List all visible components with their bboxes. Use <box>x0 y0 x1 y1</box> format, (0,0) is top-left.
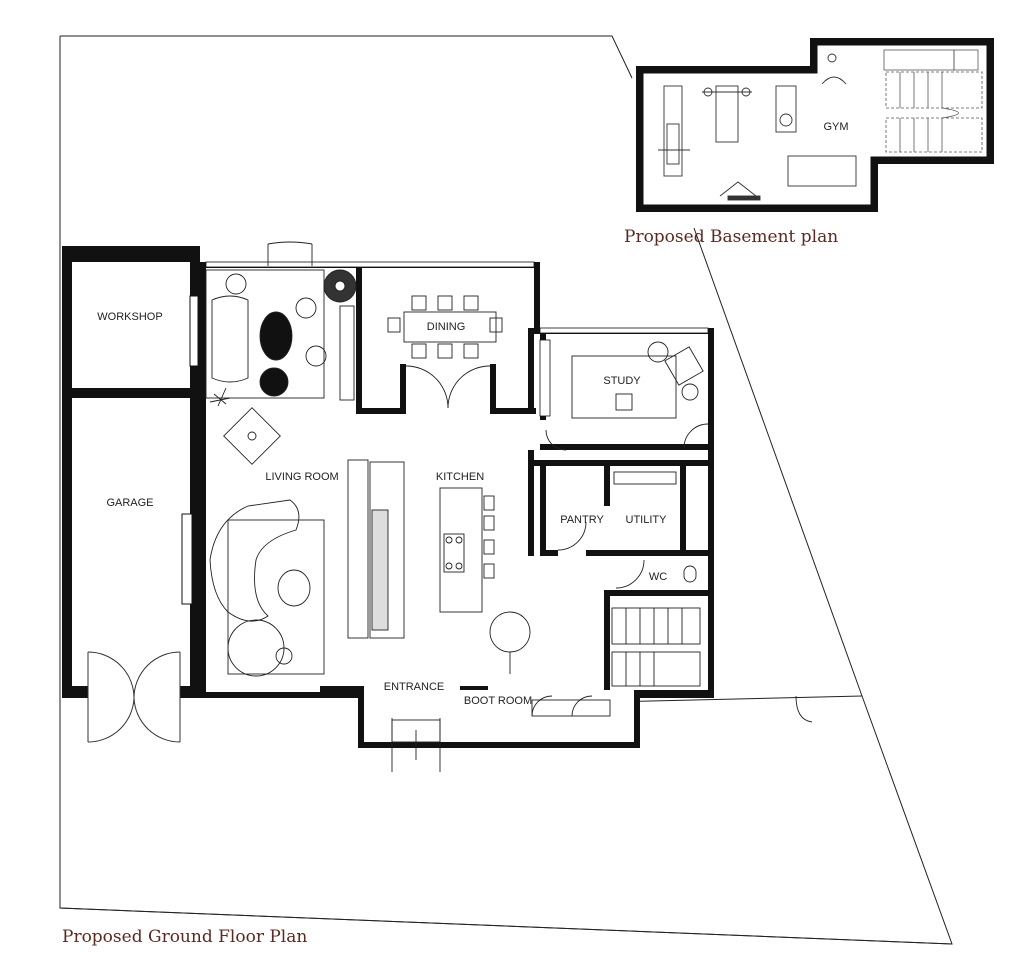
room-label-wc: WC <box>649 571 667 583</box>
garage-block <box>62 246 200 743</box>
room-label-utility: UTILITY <box>626 514 668 526</box>
room-label-living-room: LIVING ROOM <box>265 471 338 483</box>
basement-stairs <box>883 49 983 153</box>
caption-basement: Proposed Basement plan <box>624 227 838 247</box>
basement-plan: GYM <box>636 38 994 212</box>
house-walls <box>200 261 714 748</box>
room-label-boot-room: BOOT ROOM <box>464 695 532 707</box>
room-label-kitchen: KITCHEN <box>436 471 484 483</box>
room-label-study: STUDY <box>603 375 641 387</box>
room-label-pantry: PANTRY <box>560 514 604 526</box>
room-label-garage: GARAGE <box>106 497 153 509</box>
room-label-workshop: WORKSHOP <box>97 311 162 323</box>
room-label-entrance: ENTRANCE <box>384 681 445 693</box>
living-room-furniture <box>205 241 813 772</box>
room-label-gym: GYM <box>823 121 848 133</box>
caption-ground-floor: Proposed Ground Floor Plan <box>62 927 307 947</box>
room-label-dining: DINING <box>427 321 466 333</box>
garage-door <box>87 651 181 743</box>
gym-equipment <box>658 53 857 201</box>
